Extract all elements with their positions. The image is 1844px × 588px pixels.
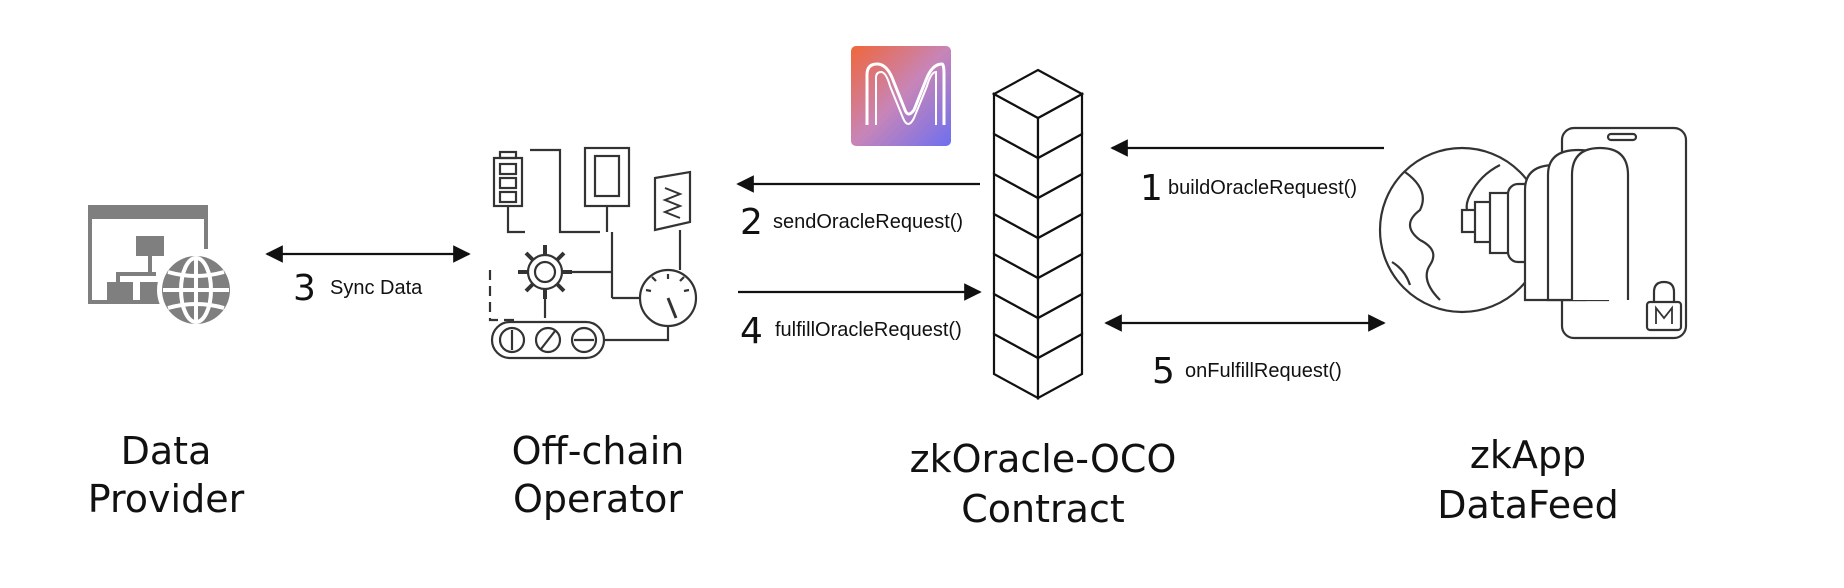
data-provider-label-line1: Data (121, 429, 212, 473)
step-2-number: 2 (740, 202, 763, 243)
step-4-label: 4 fulfillOracleRequest() (740, 311, 962, 352)
step-3-number: 3 (293, 268, 316, 309)
data-provider-label: Data Provider (88, 429, 245, 521)
operator-label: Off-chain Operator (512, 429, 685, 521)
step-3-label: 3 Sync Data (293, 268, 423, 309)
step-5-label: 5 onFulfillRequest() (1152, 351, 1342, 392)
data-provider-label-line2: Provider (88, 477, 245, 521)
step-4-text: fulfillOracleRequest() (775, 319, 962, 341)
mina-logo (851, 46, 951, 146)
datafeed-label-line2: DataFeed (1437, 483, 1618, 527)
block-stack-icon (991, 68, 1085, 400)
operator-label-line2: Operator (513, 477, 683, 521)
step-1-text: buildOracleRequest() (1168, 177, 1357, 199)
globe-phone-lock-icon (1378, 126, 1688, 340)
operator-label-line1: Off-chain (512, 429, 685, 473)
step-4-number: 4 (740, 311, 763, 352)
step-1-number: 1 (1140, 168, 1163, 209)
datafeed-label-line1: zkApp (1470, 433, 1586, 477)
step-5-number: 5 (1152, 351, 1175, 392)
contract-label-line1: zkOracle-OCO (910, 437, 1177, 481)
step-5-text: onFulfillRequest() (1185, 360, 1342, 382)
sitemap-globe-icon (88, 205, 235, 329)
step-2-label: 2 sendOracleRequest() (740, 202, 963, 243)
step-1-label: 1 buildOracleRequest() (1140, 168, 1357, 209)
contract-label: zkOracle-OCO Contract (910, 437, 1177, 531)
step-2-text: sendOracleRequest() (773, 211, 963, 233)
arrows (265, 139, 1386, 332)
step-3-text: Sync Data (330, 277, 423, 299)
contract-label-line2: Contract (961, 487, 1124, 531)
datafeed-label: zkApp DataFeed (1437, 433, 1618, 527)
block-top-face (991, 68, 1085, 120)
control-panel-icon (488, 146, 698, 360)
